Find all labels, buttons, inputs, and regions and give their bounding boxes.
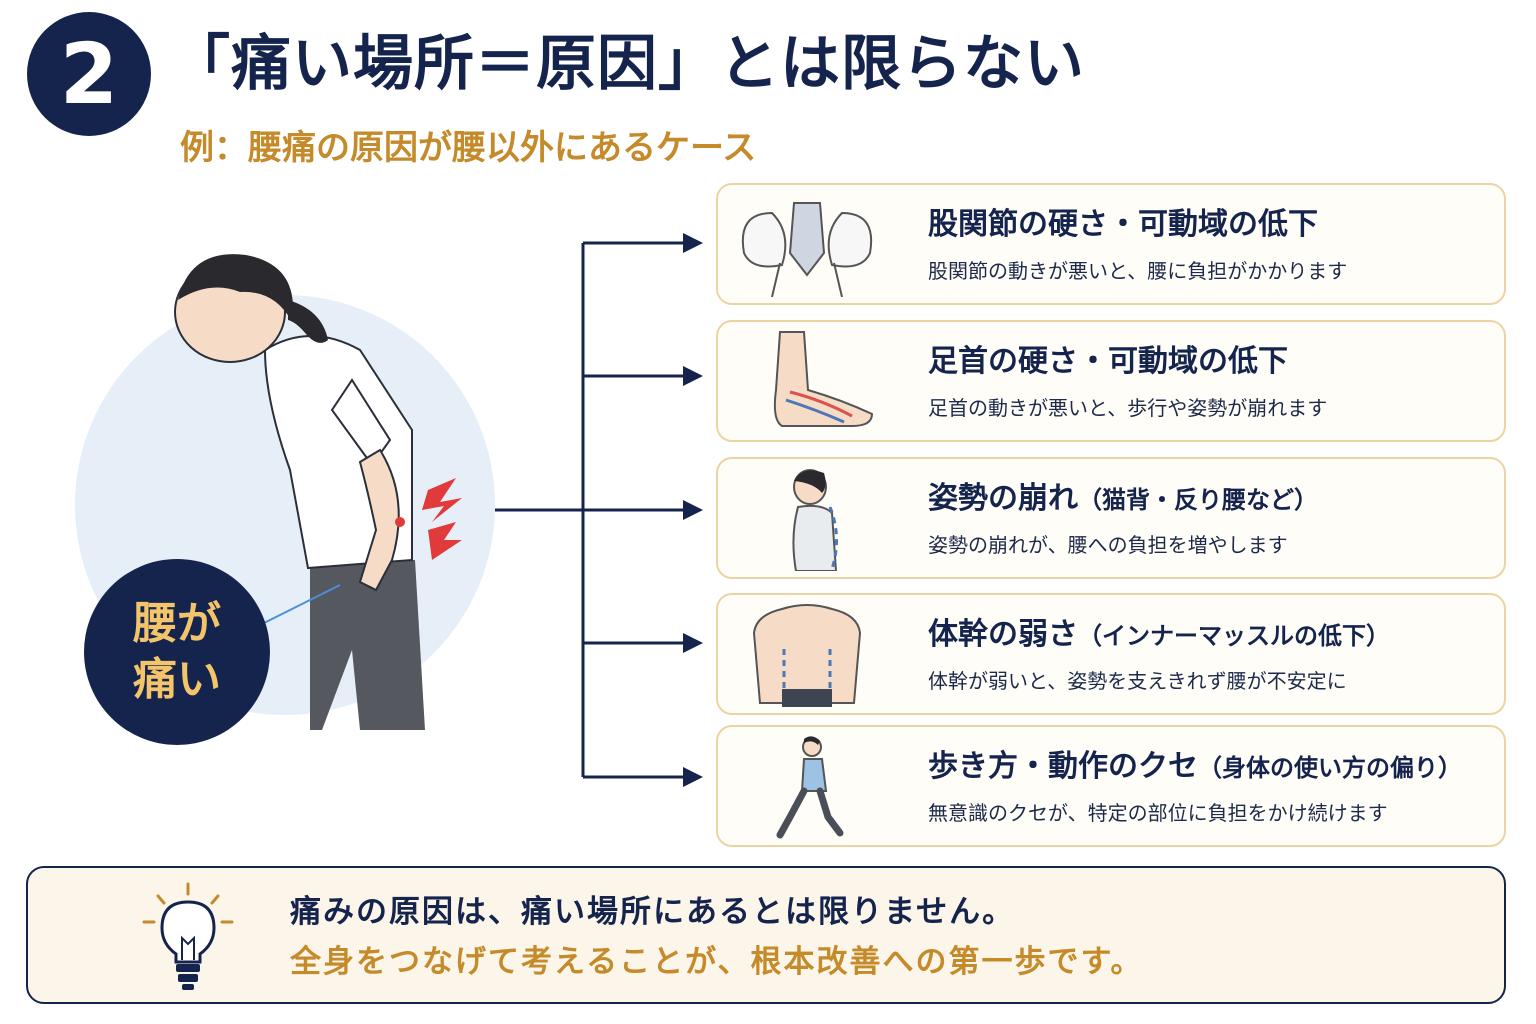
summary-line-2: 全身をつなげて考えることが、根本改善への第一歩です。 [290,944,1144,980]
posture-icon [792,469,839,571]
cause-title-main: 姿勢の崩れ [928,481,1078,516]
cause-description: 体幹が弱いと、姿勢を支えきれず腰が不安定に [928,669,1347,693]
ankle-icon [773,331,874,427]
cause-title-main: 体幹の弱さ [928,617,1078,652]
back-torso-icon [752,604,862,707]
cause-title: 体幹の弱さ（インナーマッスルの低下） [928,617,1390,653]
cause-title: 足首の硬さ・可動域の低下 [928,344,1288,380]
cause-title-note: （インナーマッスルの低下） [1078,622,1390,650]
cause-description: 姿勢の崩れが、腰への負担を増やします [928,533,1288,557]
cause-title: 姿勢の崩れ（猫背・反り腰など） [928,481,1318,517]
pain-label-line1: 腰が [133,597,221,649]
summary-line-1: 痛みの原因は、痛い場所にあるとは限りません。 [290,894,1016,930]
cause-card-hip: 股関節の硬さ・可動域の低下 股関節の動きが悪いと、腰に負担がかかります [716,183,1506,305]
cause-description: 無意識のクセが、特定の部位に負担をかけ続けます [928,801,1388,825]
cause-card-posture: 姿勢の崩れ（猫背・反り腰など） 姿勢の崩れが、腰への負担を増やします [716,457,1506,579]
lightbulb-icon [142,882,234,990]
branch-connector-arrows [495,233,703,787]
page-title: 「痛い場所＝原因」とは限らない [170,29,1085,99]
cause-title-main: 股関節の硬さ・可動域の低下 [928,207,1318,242]
summary-box: 痛みの原因は、痛い場所にあるとは限りません。 全身をつなげて考えることが、根本改… [26,866,1506,1004]
cause-card-core: 体幹の弱さ（インナーマッスルの低下） 体幹が弱いと、姿勢を支えきれず腰が不安定に [716,593,1506,715]
pelvis-icon [741,202,873,297]
cause-title-main: 歩き方・動作のクセ [928,749,1198,784]
page-subtitle: 例：腰痛の原因が腰以外にあるケース [180,128,757,168]
cause-card-walking: 歩き方・動作のクセ（身体の使い方の偏り） 無意識のクセが、特定の部位に負担をかけ… [716,725,1506,847]
cause-card-ankle: 足首の硬さ・可動域の低下 足首の動きが悪いと、歩行や姿勢が崩れます [716,320,1506,442]
cause-title-main: 足首の硬さ・可動域の低下 [928,344,1288,379]
cause-title: 股関節の硬さ・可動域の低下 [928,207,1318,243]
pain-location-badge: 腰が 痛い [84,559,270,745]
cause-title-note: （身体の使い方の偏り） [1198,754,1462,782]
walking-person-icon [776,736,844,839]
cause-description: 足首の動きが悪いと、歩行や姿勢が崩れます [928,396,1328,420]
step-number-badge: 2 [27,12,151,136]
cause-title-note: （猫背・反り腰など） [1078,486,1318,514]
pain-label-line2: 痛い [133,654,221,705]
cause-description: 股関節の動きが悪いと、腰に負担がかかります [928,259,1348,283]
cause-title: 歩き方・動作のクセ（身体の使い方の偏り） [928,749,1462,785]
